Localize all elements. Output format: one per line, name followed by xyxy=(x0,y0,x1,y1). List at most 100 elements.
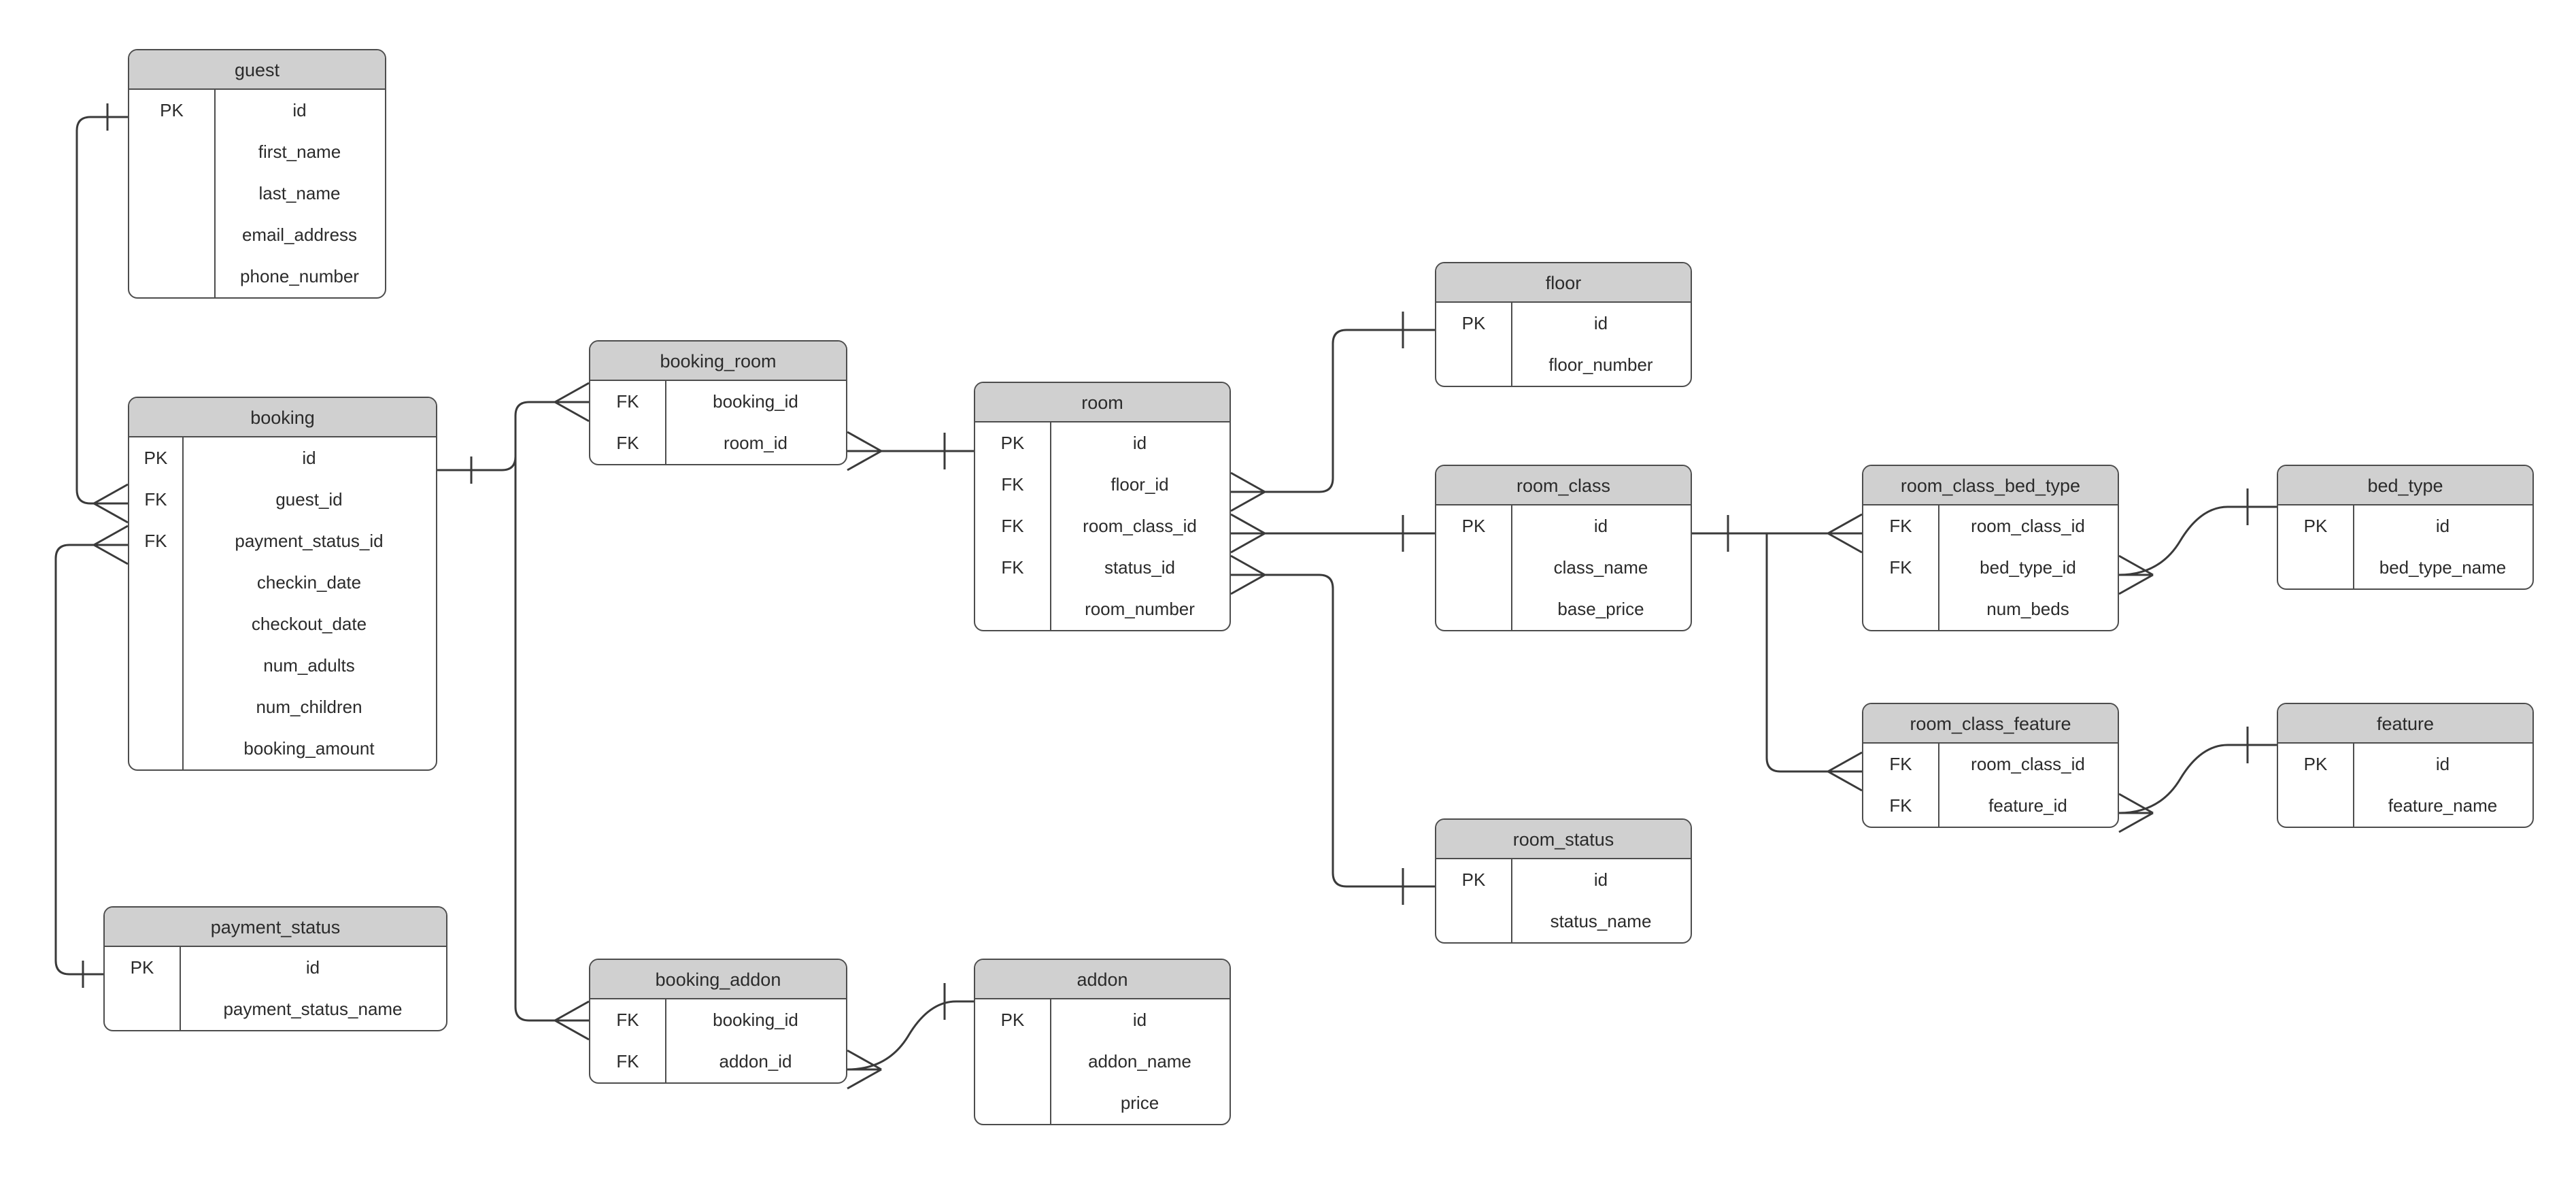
field-name: addon_name xyxy=(1088,1051,1191,1072)
entity-title-booking_room: booking_room xyxy=(590,342,846,381)
field-name: id xyxy=(1593,313,1608,333)
field-name: feature_name xyxy=(2388,795,2498,816)
field-row[interactable]: PK id xyxy=(975,999,1230,1041)
field-row[interactable]: checkout_date xyxy=(129,603,436,645)
key-column-divider xyxy=(1050,999,1051,1124)
field-key-badge: FK xyxy=(616,1051,639,1072)
entity-title-room_status: room_status xyxy=(1436,820,1691,859)
field-key-badge: PK xyxy=(160,100,184,120)
entity-title-bed_type: bed_type xyxy=(2278,466,2532,505)
field-key-badge: PK xyxy=(1000,1010,1025,1030)
field-row[interactable]: phone_number xyxy=(129,256,385,297)
field-row[interactable]: first_name xyxy=(129,131,385,173)
field-row[interactable]: floor_number xyxy=(1436,344,1691,386)
field-name: id xyxy=(1132,433,1147,453)
entity-title-floor: floor xyxy=(1436,263,1691,303)
field-row[interactable]: checkin_date xyxy=(129,562,436,603)
field-key-badge: FK xyxy=(1889,557,1912,578)
connector-booking-addon-branch xyxy=(514,456,589,1022)
field-name: addon_id xyxy=(719,1051,792,1072)
field-name: price xyxy=(1120,1093,1159,1113)
field-row[interactable]: num_adults xyxy=(129,645,436,686)
field-row[interactable]: num_beds xyxy=(1863,588,2118,630)
field-name: num_children xyxy=(256,697,362,717)
crowfoot-rcf-feature xyxy=(2118,793,2154,833)
field-row[interactable]: base_price xyxy=(1436,588,1691,630)
field-key-badge: FK xyxy=(616,433,639,453)
field-row[interactable]: class_name xyxy=(1436,547,1691,588)
field-row[interactable]: status_name xyxy=(1436,901,1691,942)
field-name: floor_number xyxy=(1548,354,1653,375)
field-name: id xyxy=(302,448,316,468)
field-name: id xyxy=(1132,1010,1147,1030)
field-row[interactable]: FK addon_id xyxy=(590,1041,846,1082)
field-row[interactable]: addon_name xyxy=(975,1041,1230,1082)
field-name: payment_status_name xyxy=(223,999,403,1019)
key-column-divider xyxy=(2353,744,2354,827)
field-row[interactable]: price xyxy=(975,1082,1230,1124)
field-row[interactable]: bed_type_name xyxy=(2278,547,2532,588)
field-name: booking_amount xyxy=(243,738,375,759)
key-column-divider xyxy=(1511,859,1512,942)
key-column-divider xyxy=(180,947,181,1030)
connector-guest-booking xyxy=(75,116,128,505)
entity-title-booking: booking xyxy=(129,398,436,437)
key-column-divider xyxy=(182,437,184,769)
key-column-divider xyxy=(665,381,666,464)
field-name: status_name xyxy=(1550,911,1652,931)
crowfoot-bookingaddon-addon xyxy=(847,1049,882,1090)
field-row[interactable]: last_name xyxy=(129,173,385,214)
entity-title-payment_status: payment_status xyxy=(105,908,446,947)
field-row[interactable]: payment_status_name xyxy=(105,989,446,1030)
field-row[interactable]: room_number xyxy=(975,588,1230,630)
field-row[interactable]: feature_name xyxy=(2278,785,2532,827)
field-row[interactable]: num_children xyxy=(129,686,436,728)
field-key-badge: FK xyxy=(144,489,167,510)
field-name: status_id xyxy=(1104,557,1176,578)
field-key-badge: PK xyxy=(1461,869,1486,890)
connector-bookingaddon-addon xyxy=(847,1000,974,1071)
field-row[interactable]: booking_amount xyxy=(129,728,436,769)
field-row[interactable]: email_address xyxy=(129,214,385,256)
